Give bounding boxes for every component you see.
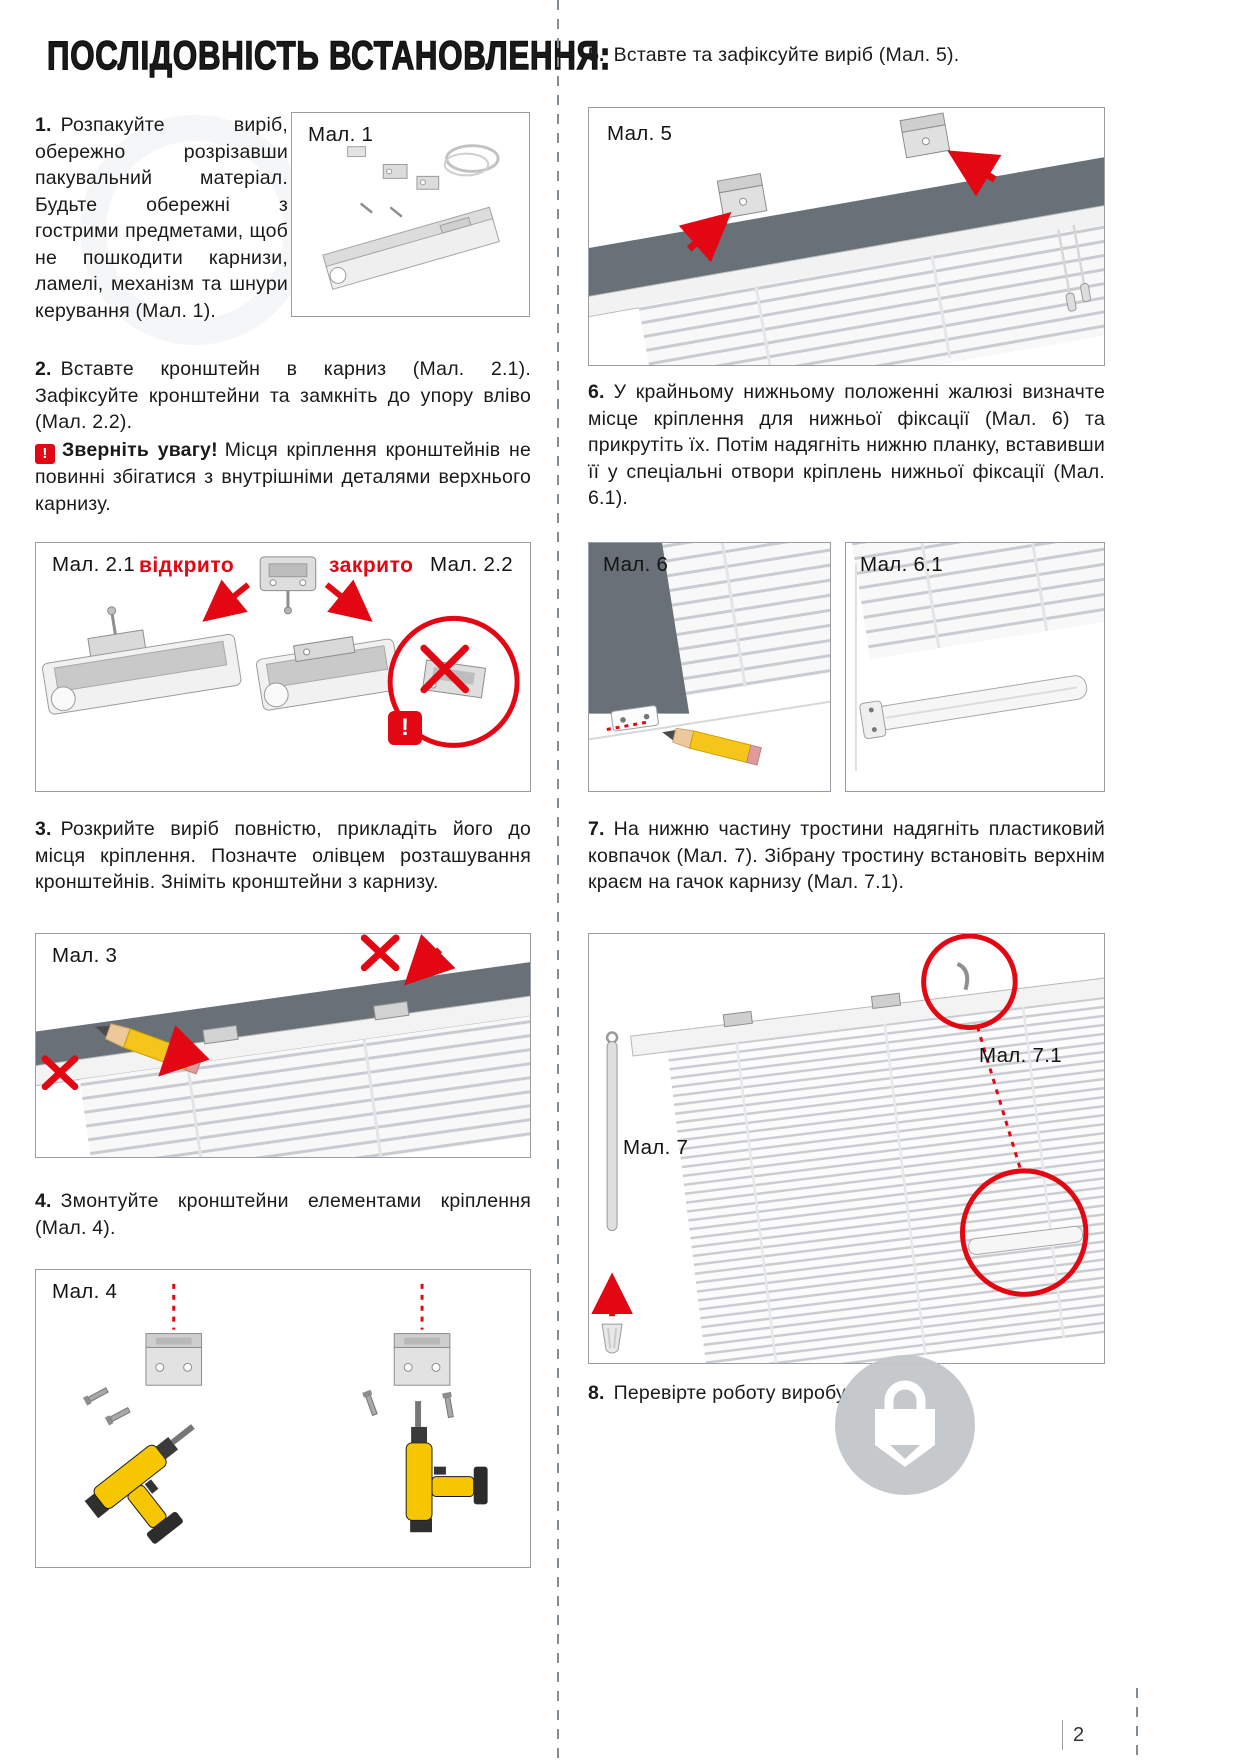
step-8: 8. Перевірте роботу виробу.	[588, 1380, 1105, 1407]
step-2: 2.Вставте кронштейн в карниз (Мал. 2.1).…	[35, 356, 531, 436]
pencil	[662, 727, 762, 766]
cornice-hook	[956, 962, 970, 991]
figure-2: Мал. 2.1 відкрито закрито Мал. 2.2 !	[35, 542, 531, 792]
page-title: ПОСЛІДОВНІСТЬ ВСТАНОВЛЕННЯ:	[46, 33, 612, 78]
tilt-wand	[605, 1031, 619, 1232]
figure-6: Мал. 6	[588, 542, 831, 792]
figure-6-1: Мал. 6.1	[845, 542, 1105, 792]
figure-7-label: Мал. 7	[623, 1136, 689, 1159]
warning-text: Місця кріплення кронштейнів не повинні з…	[35, 439, 531, 515]
warning-icon: !	[35, 444, 55, 464]
bracket-right	[393, 1333, 451, 1386]
page-edge-divider	[1136, 1688, 1138, 1760]
marketplace-watermark	[833, 1353, 977, 1497]
cornice-open	[42, 606, 242, 715]
bracket-left	[145, 1333, 203, 1386]
column-divider	[557, 0, 559, 1760]
step-3-text: Розкрийте виріб повністю, прикладіть йог…	[35, 818, 531, 893]
figure-4: Мал. 4	[35, 1269, 531, 1568]
figure-6-1-label: Мал. 6.1	[860, 553, 943, 576]
step-5-number: 5.	[588, 44, 605, 66]
warning-title: Зверніть увагу!	[62, 439, 218, 461]
figure-3-label: Мал. 3	[52, 944, 118, 967]
step-5-text: Вставте та зафіксуйте виріб (Мал. 5).	[613, 44, 960, 66]
step-2-warning: ! Зверніть увагу!Місця кріплення кронштей…	[35, 437, 531, 517]
figure-2-illustration	[42, 556, 520, 748]
screws-right	[362, 1389, 454, 1419]
figure-4-illustration	[82, 1283, 488, 1544]
figure-4-label: Мал. 4	[52, 1280, 118, 1303]
step-7-number: 7.	[588, 818, 605, 840]
bracket-top	[259, 556, 317, 615]
step-1: 1.Розпакуйте виріб, обережно розрізавши …	[35, 112, 288, 324]
step-3: 3.Розкрийте виріб повністю, прикладіть й…	[35, 816, 531, 896]
page-number-divider	[1062, 1720, 1063, 1750]
cross-marks	[41, 934, 400, 1091]
plastic-cap	[601, 1323, 623, 1354]
ceiling-bracket-left	[716, 172, 768, 219]
step-7: 7.На нижню частину тростини надягніть пл…	[588, 816, 1105, 896]
figure-1: Мал. 1	[291, 112, 530, 317]
step-2-number: 2.	[35, 358, 52, 380]
figure-7-1-label: Мал. 7.1	[979, 1044, 1062, 1067]
figure-2-2-label: Мал. 2.2	[430, 553, 513, 576]
figure-6-label: Мал. 6	[603, 553, 669, 576]
drill-right	[405, 1401, 488, 1533]
open-label: відкрито	[139, 554, 235, 577]
cross-mark	[420, 644, 469, 694]
step-6: 6.У крайньому нижньому положенні жалюзі …	[588, 379, 1105, 512]
step-8-number: 8.	[588, 1382, 605, 1404]
step-2-text: Вставте кронштейн в карниз (Мал. 2.1). З…	[35, 358, 531, 433]
screws-left	[82, 1387, 131, 1426]
ceiling-bracket-right	[899, 112, 951, 159]
page-number-value: 2	[1073, 1723, 1085, 1746]
closed-label: закрито	[329, 554, 414, 577]
detail-circle-bottom	[959, 1168, 1089, 1297]
step-5: 5. Вставте та зафіксуйте виріб (Мал. 5).	[588, 42, 1105, 69]
page-number: 2	[1062, 1720, 1084, 1750]
cornice-closed	[256, 636, 401, 711]
step-7-text: На нижню частину тростини надягніть плас…	[588, 818, 1105, 893]
figure-5: Мал. 5	[588, 107, 1105, 366]
shopping-bag-icon	[835, 1355, 975, 1495]
step-1-number: 1.	[35, 114, 52, 136]
figure-3-illustration	[36, 934, 530, 1157]
figure-7: Мал. 7.1 Мал. 7	[588, 933, 1105, 1364]
step-8-text: Перевірте роботу виробу.	[613, 1382, 850, 1404]
step-3-number: 3.	[35, 818, 52, 840]
figure-7-illustration	[591, 934, 1104, 1363]
detail-circle-top	[921, 934, 1018, 1031]
step-6-number: 6.	[588, 381, 605, 403]
figure-6-1-illustration	[850, 543, 1104, 772]
figure-5-label: Мал. 5	[607, 122, 673, 145]
figure-6-illustration	[589, 543, 830, 791]
figure-1-illustration	[322, 144, 500, 290]
bottom-fix-bracket	[610, 705, 659, 732]
bottom-rail	[859, 675, 1088, 740]
step-1-text: Розпакуйте виріб, обережно розрізавши па…	[35, 114, 288, 322]
figure-3: Мал. 3	[35, 933, 531, 1158]
figure-2-1-label: Мал. 2.1	[52, 553, 135, 576]
figure-5-illustration	[589, 112, 1104, 365]
step-4-text: Змонтуйте кронштейни елементами кріпленн…	[35, 1190, 531, 1239]
figure-1-label: Мал. 1	[308, 123, 374, 146]
step-6-text: У крайньому нижньому положенні жалюзі ви…	[588, 381, 1105, 509]
step-4-number: 4.	[35, 1190, 52, 1212]
drill-left	[84, 1424, 195, 1544]
warning-mark-box: !	[388, 711, 422, 745]
step-4: 4.Змонтуйте кронштейни елементами кріпле…	[35, 1188, 531, 1241]
